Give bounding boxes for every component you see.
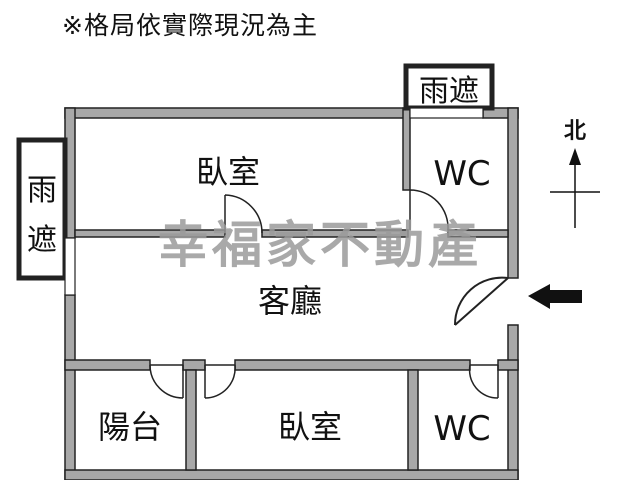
windows — [64, 107, 484, 296]
room-labels: 雨遮 臥室 WC 雨 遮 客廳 陽台 臥室 WC — [27, 74, 491, 449]
window-top — [409, 107, 484, 119]
door-entrance — [453, 276, 509, 326]
north-arrow-icon — [569, 148, 581, 165]
north-label: 北 — [564, 119, 586, 144]
rain-shelter-left-label-bottom: 遮 — [27, 223, 57, 258]
wc-bottom-label: WC — [433, 409, 490, 449]
wall-right-lower — [507, 324, 519, 480]
rain-shelter-left-label-top: 雨 — [27, 173, 57, 208]
door-bedroom-bottom — [204, 364, 236, 399]
wall-living-bottom-left — [64, 359, 151, 371]
door-bedroom-top — [224, 194, 263, 234]
wall-top-main — [64, 107, 411, 119]
wall-bedroom-wc — [407, 369, 419, 471]
wc-top-label: WC — [433, 154, 490, 194]
wall-bottom — [64, 469, 519, 480]
door-wc-bottom — [468, 364, 499, 399]
entrance-arrow-icon — [528, 284, 582, 309]
rain-shelter-left-box — [16, 137, 68, 281]
wall-balcony-bedroom — [185, 369, 197, 471]
bedroom-bottom-label: 臥室 — [278, 408, 342, 446]
living-room-label: 客廳 — [258, 282, 322, 320]
window-left — [64, 237, 76, 296]
compass: 北 — [550, 119, 600, 228]
wall-bedroom-living-right — [261, 229, 409, 238]
watermark: 幸福家不動產 — [158, 216, 482, 274]
door-balcony — [149, 364, 184, 399]
wall-living-bottom-mid — [182, 359, 206, 371]
wall-bedroom-living — [74, 229, 226, 238]
wall-living-bottom-center — [234, 359, 471, 371]
doors — [149, 189, 509, 399]
wall-wc-living — [447, 229, 509, 238]
balcony-label: 陽台 — [98, 408, 162, 446]
door-wc-top — [409, 189, 449, 231]
wall-left-lower — [64, 294, 76, 480]
wall-right-upper — [507, 107, 519, 279]
layout-disclaimer-note: ※格局依實際現況為主 — [62, 11, 318, 40]
rain-shelter-top-label: 雨遮 — [419, 74, 479, 109]
wall-living-bottom-right — [497, 359, 519, 371]
wall-wc-left — [402, 107, 411, 191]
bedroom-top-label: 臥室 — [196, 153, 260, 191]
